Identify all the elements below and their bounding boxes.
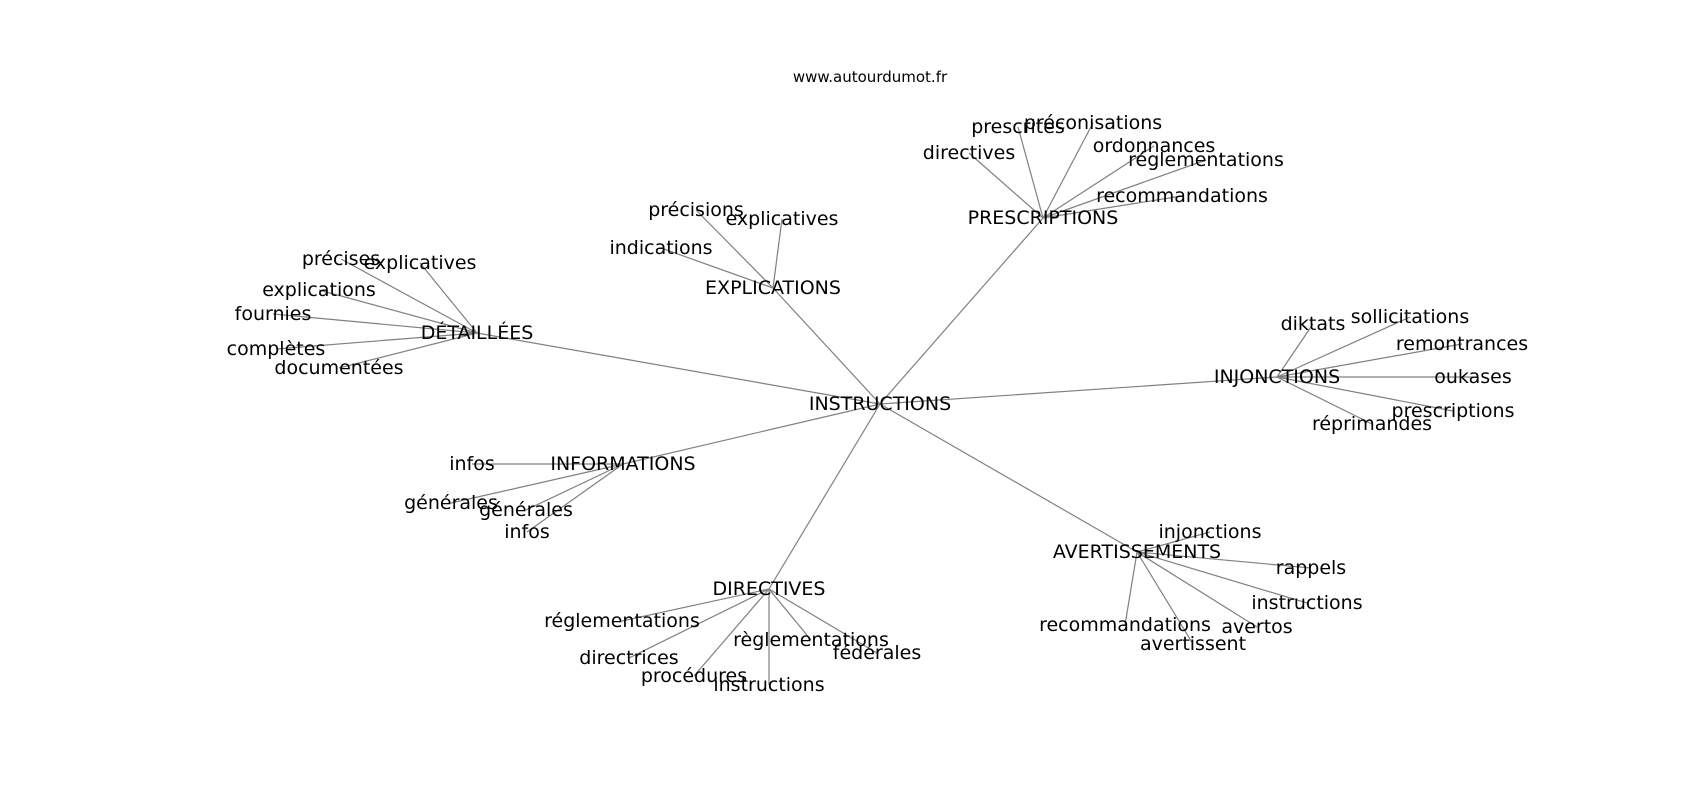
edge-directives-reglementations-d1	[621, 588, 770, 622]
node-reprimandes: réprimandes	[1312, 413, 1432, 435]
edge-informations-infos-2	[526, 463, 624, 533]
node-root: INSTRUCTIONS	[809, 393, 951, 415]
node-sollicitations: sollicitations	[1351, 306, 1469, 328]
edge-explications-indications	[660, 247, 774, 289]
edge-detaillees-completes	[275, 332, 478, 350]
node-preconisations: préconisations	[1024, 112, 1162, 134]
node-directives: DIRECTIVES	[713, 578, 826, 600]
edge-avertissements-instructions-a	[1136, 551, 1308, 604]
edge-injonctions-diktats	[1276, 323, 1314, 378]
edge-injonctions-remontrances	[1276, 343, 1463, 378]
node-diktats: diktats	[1281, 313, 1346, 335]
edge-directives-procedures	[693, 588, 770, 677]
node-completes: complètes	[227, 338, 326, 360]
node-reglementations-d1: réglementations	[544, 610, 700, 632]
edge-prescriptions-preconisations	[1042, 122, 1094, 219]
edge-root-avertissements	[879, 403, 1138, 553]
node-recommandations-a: recommandations	[1039, 614, 1211, 636]
node-instructions-a: instructions	[1251, 592, 1362, 614]
edge-root-informations	[622, 403, 881, 465]
edge-prescriptions-recommandations-p	[1042, 195, 1183, 219]
node-infos-1: infos	[449, 453, 495, 475]
edge-informations-generales-1	[450, 463, 624, 504]
edge-injonctions-prescriptions-i	[1276, 376, 1454, 412]
node-instructions-d: instructions	[713, 674, 824, 696]
edge-root-injonctions	[879, 376, 1278, 405]
node-precises: précises	[302, 248, 380, 270]
edge-injonctions-reprimandes	[1276, 376, 1373, 425]
edge-detaillees-precises	[340, 258, 478, 334]
edge-avertissements-avertos	[1136, 551, 1258, 628]
node-avertissements: AVERTISSEMENTS	[1053, 541, 1221, 563]
node-federales: fédérales	[833, 642, 921, 664]
node-precisions: précisions	[648, 199, 744, 221]
node-prescrites: prescrites	[971, 116, 1065, 138]
edge-informations-generales-2	[525, 463, 624, 511]
node-documentees: documentées	[274, 357, 403, 379]
node-oukases: oukases	[1434, 366, 1511, 388]
node-prescriptions-i: prescriptions	[1392, 400, 1515, 422]
edge-prescriptions-directives-p	[968, 152, 1044, 219]
edge-avertissements-recommandations-a	[1124, 551, 1138, 626]
edge-root-directives	[768, 403, 881, 590]
edge-root-prescriptions	[879, 217, 1044, 405]
edge-directives-federales	[768, 588, 878, 654]
node-explications: EXPLICATIONS	[705, 277, 841, 299]
node-informations: INFORMATIONS	[550, 453, 695, 475]
node-reglementations-p: réglementations	[1128, 149, 1284, 171]
edge-detaillees-explicatives-d	[419, 262, 478, 334]
node-directives-p: directives	[923, 142, 1015, 164]
node-ordonnances: ordonnances	[1093, 135, 1216, 157]
node-avertos: avertos	[1221, 616, 1292, 638]
node-generales-2: générales	[479, 499, 573, 521]
source-url: www.autourdumot.fr	[793, 68, 948, 86]
edge-detaillees-fournies	[272, 313, 478, 334]
edge-prescriptions-ordonnances	[1042, 145, 1155, 219]
edge-explications-explicatives-e	[772, 218, 783, 289]
edge-explications-precisions	[695, 209, 774, 289]
edge-prescriptions-prescrites	[1017, 126, 1044, 219]
node-explicatives-e: explicatives	[726, 208, 839, 230]
node-explicatives-d: explicatives	[364, 252, 477, 274]
node-remontrances: remontrances	[1396, 333, 1528, 355]
edges	[272, 122, 1473, 685]
edge-directives-directrices	[628, 588, 770, 659]
node-infos-2: infos	[504, 521, 550, 543]
node-injonctions-a: injonctions	[1158, 521, 1261, 543]
edge-root-detaillees	[476, 332, 881, 405]
edge-root-explications	[772, 287, 881, 405]
edge-avertissements-injonctions-a	[1136, 531, 1211, 553]
node-reglementations-d2: règlementations	[733, 629, 889, 651]
nodes: INSTRUCTIONSDÉTAILLÉESprécisesexplicativ…	[227, 112, 1528, 696]
node-directrices: directrices	[579, 647, 678, 669]
node-prescriptions: PRESCRIPTIONS	[968, 207, 1119, 229]
node-explications-d: explications	[262, 279, 376, 301]
node-procedures: procédures	[641, 665, 747, 687]
node-generales-1: générales	[404, 492, 498, 514]
node-detaillees: DÉTAILLÉES	[421, 321, 534, 344]
edge-detaillees-explications-d	[318, 289, 478, 334]
edge-avertissements-avertissent	[1136, 551, 1194, 645]
node-injonctions: INJONCTIONS	[1214, 366, 1340, 388]
node-fournies: fournies	[235, 303, 312, 325]
edge-detaillees-documentees	[338, 332, 478, 369]
edge-prescriptions-reglementations-p	[1042, 159, 1207, 219]
edge-injonctions-sollicitations	[1276, 316, 1411, 378]
node-avertissent: avertissent	[1140, 633, 1246, 655]
node-indications: indications	[609, 237, 712, 259]
edge-directives-reglementations-d2	[768, 588, 812, 641]
node-rappels: rappels	[1276, 557, 1346, 579]
node-recommandations-p: recommandations	[1096, 185, 1268, 207]
edge-avertissements-rappels	[1136, 551, 1312, 569]
